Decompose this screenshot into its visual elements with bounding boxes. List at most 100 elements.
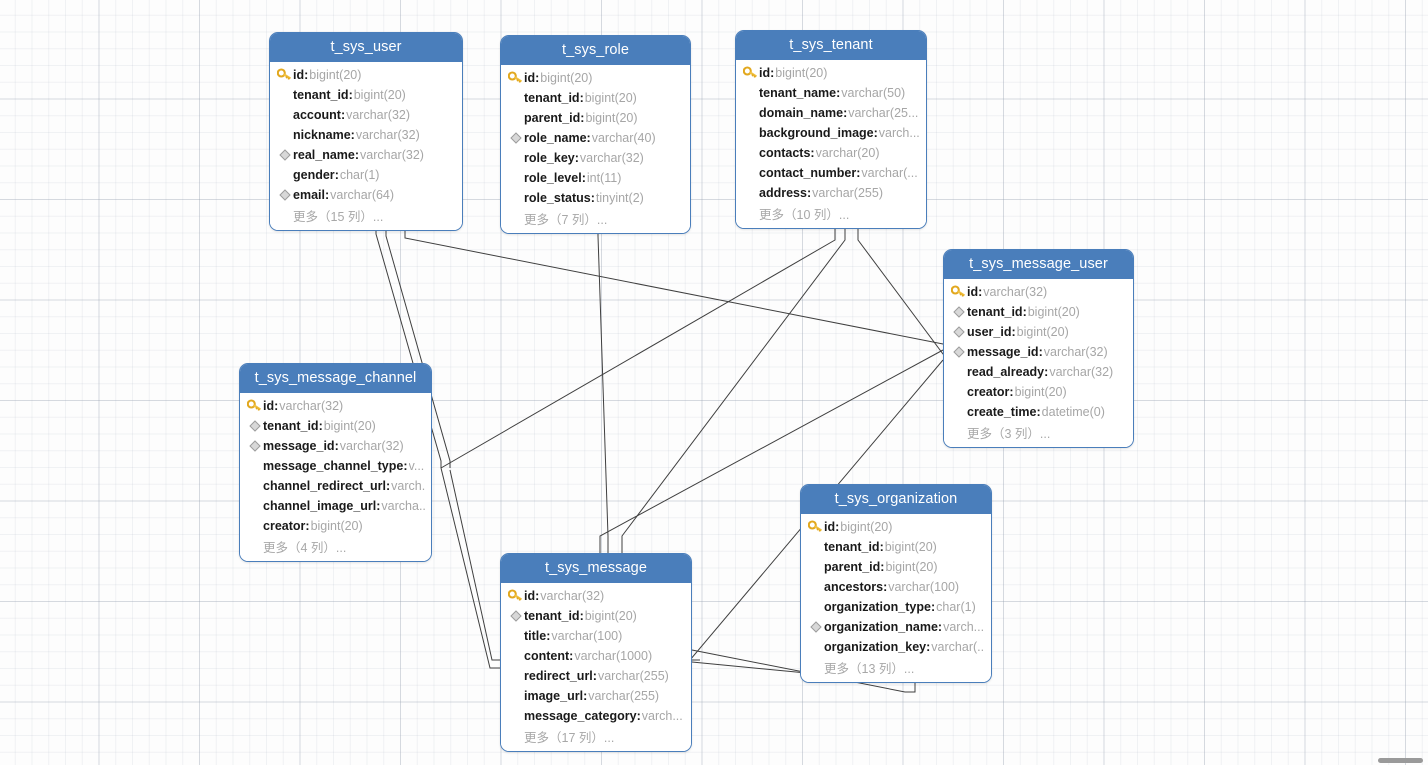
field-type: bigint(20) [584,91,637,105]
no-icon [276,87,293,103]
field-row[interactable]: message_id: varchar(32) [246,436,425,456]
field-separator: : [305,519,310,533]
diamond-icon [246,418,263,434]
horizontal-scrollbar[interactable] [0,756,1428,765]
field-row[interactable]: tenant_id: bigint(20) [276,85,456,105]
field-row[interactable]: background_image: varch... [742,123,920,143]
field-name: gender [293,168,335,182]
diamond-icon [246,438,263,454]
field-row[interactable]: channel_image_url: varcha... [246,496,425,516]
field-name: message_channel_type [263,459,404,473]
field-row[interactable]: real_name: varchar(32) [276,145,456,165]
field-row[interactable]: contact_number: varchar(... [742,163,920,183]
field-type: varchar(64) [330,188,395,202]
field-row[interactable]: parent_id: bigint(20) [507,108,684,128]
scrollbar-thumb[interactable] [1378,758,1423,763]
field-name: message_id [967,345,1039,359]
field-row[interactable]: message_category: varch... [507,706,685,726]
more-columns-label[interactable]: 更多（7 列）... [524,213,608,227]
field-name: ancestors [824,580,884,594]
field-row[interactable]: tenant_id: bigint(20) [950,302,1127,322]
field-row[interactable]: role_level: int(11) [507,168,684,188]
field-type: tinyint(2) [595,191,644,205]
field-row[interactable]: tenant_id: bigint(20) [246,416,425,436]
field-separator: : [546,629,551,643]
field-row[interactable]: contacts: varchar(20) [742,143,920,163]
field-type: varchar(100) [888,580,960,594]
field-row[interactable]: id: bigint(20) [276,65,456,85]
field-row[interactable]: id: bigint(20) [507,68,684,88]
field-row[interactable]: create_time: datetime(0) [950,402,1127,422]
field-separator: : [843,106,848,120]
more-columns-label[interactable]: 更多（3 列）... [967,427,1051,441]
field-type: bigint(20) [323,419,376,433]
field-row[interactable]: message_id: varchar(32) [950,342,1127,362]
more-columns-label[interactable]: 更多（17 列）... [524,731,615,745]
field-type: varch... [641,709,683,723]
field-separator: : [636,709,641,723]
diamond-icon [950,344,967,360]
more-columns-label[interactable]: 更多（15 列）... [293,210,384,224]
field-row[interactable]: nickname: varchar(32) [276,125,456,145]
field-row[interactable]: id: bigint(20) [742,63,920,83]
field-type: varcha... [381,499,425,513]
field-row[interactable]: role_key: varchar(32) [507,148,684,168]
field-row[interactable]: parent_id: bigint(20) [807,557,985,577]
field-row[interactable]: address: varchar(255) [742,183,920,203]
field-type: varchar(32) [1049,365,1114,379]
field-separator: : [978,285,983,299]
field-row[interactable]: role_status: tinyint(2) [507,188,684,208]
field-row[interactable]: id: varchar(32) [950,282,1127,302]
field-row[interactable]: title: varchar(100) [507,626,685,646]
field-row[interactable]: image_url: varchar(255) [507,686,685,706]
more-columns-label[interactable]: 更多（13 列）... [824,662,915,676]
no-icon [246,478,263,494]
field-row[interactable]: message_channel_type: v... [246,456,425,476]
field-row[interactable]: id: bigint(20) [807,517,985,537]
field-row[interactable]: tenant_name: varchar(50) [742,83,920,103]
field-row[interactable]: domain_name: varchar(25... [742,103,920,123]
field-row[interactable]: tenant_id: bigint(20) [807,537,985,557]
field-name: role_name [524,131,587,145]
field-name: message_id [263,439,335,453]
field-type: varchar(20) [815,146,880,160]
field-row[interactable]: content: varchar(1000) [507,646,685,666]
field-row[interactable]: id: varchar(32) [507,586,685,606]
field-row[interactable]: organization_type: char(1) [807,597,985,617]
field-row[interactable]: role_name: varchar(40) [507,128,684,148]
field-row[interactable]: user_id: bigint(20) [950,322,1127,342]
field-row[interactable]: tenant_id: bigint(20) [507,606,685,626]
field-row[interactable]: organization_name: varch... [807,617,985,637]
field-row[interactable]: organization_key: varchar(... [807,637,985,657]
field-row[interactable]: redirect_url: varchar(255) [507,666,685,686]
field-row[interactable]: gender: char(1) [276,165,456,185]
field-row[interactable]: tenant_id: bigint(20) [507,88,684,108]
field-row[interactable]: creator: bigint(20) [950,382,1127,402]
field-type: varchar(32) [983,285,1048,299]
field-type: bigint(20) [310,519,363,533]
field-type: varchar(32) [355,128,420,142]
field-row[interactable]: account: varchar(32) [276,105,456,125]
more-columns-label[interactable]: 更多（4 列）... [263,541,347,555]
field-row[interactable]: creator: bigint(20) [246,516,425,536]
field-name: id [293,68,305,82]
field-row[interactable]: read_already: varchar(32) [950,362,1127,382]
field-row[interactable]: id: varchar(32) [246,396,425,416]
field-separator: : [1044,365,1049,379]
field-separator: : [926,640,931,654]
field-type: bigint(20) [1027,305,1080,319]
field-type: v... [408,459,425,473]
field-row[interactable]: email: varchar(64) [276,185,456,205]
no-icon [507,668,524,684]
more-columns-label[interactable]: 更多（10 列）... [759,208,850,222]
field-row[interactable]: channel_redirect_url: varch... [246,476,425,496]
field-row[interactable]: ancestors: varchar(100) [807,577,985,597]
